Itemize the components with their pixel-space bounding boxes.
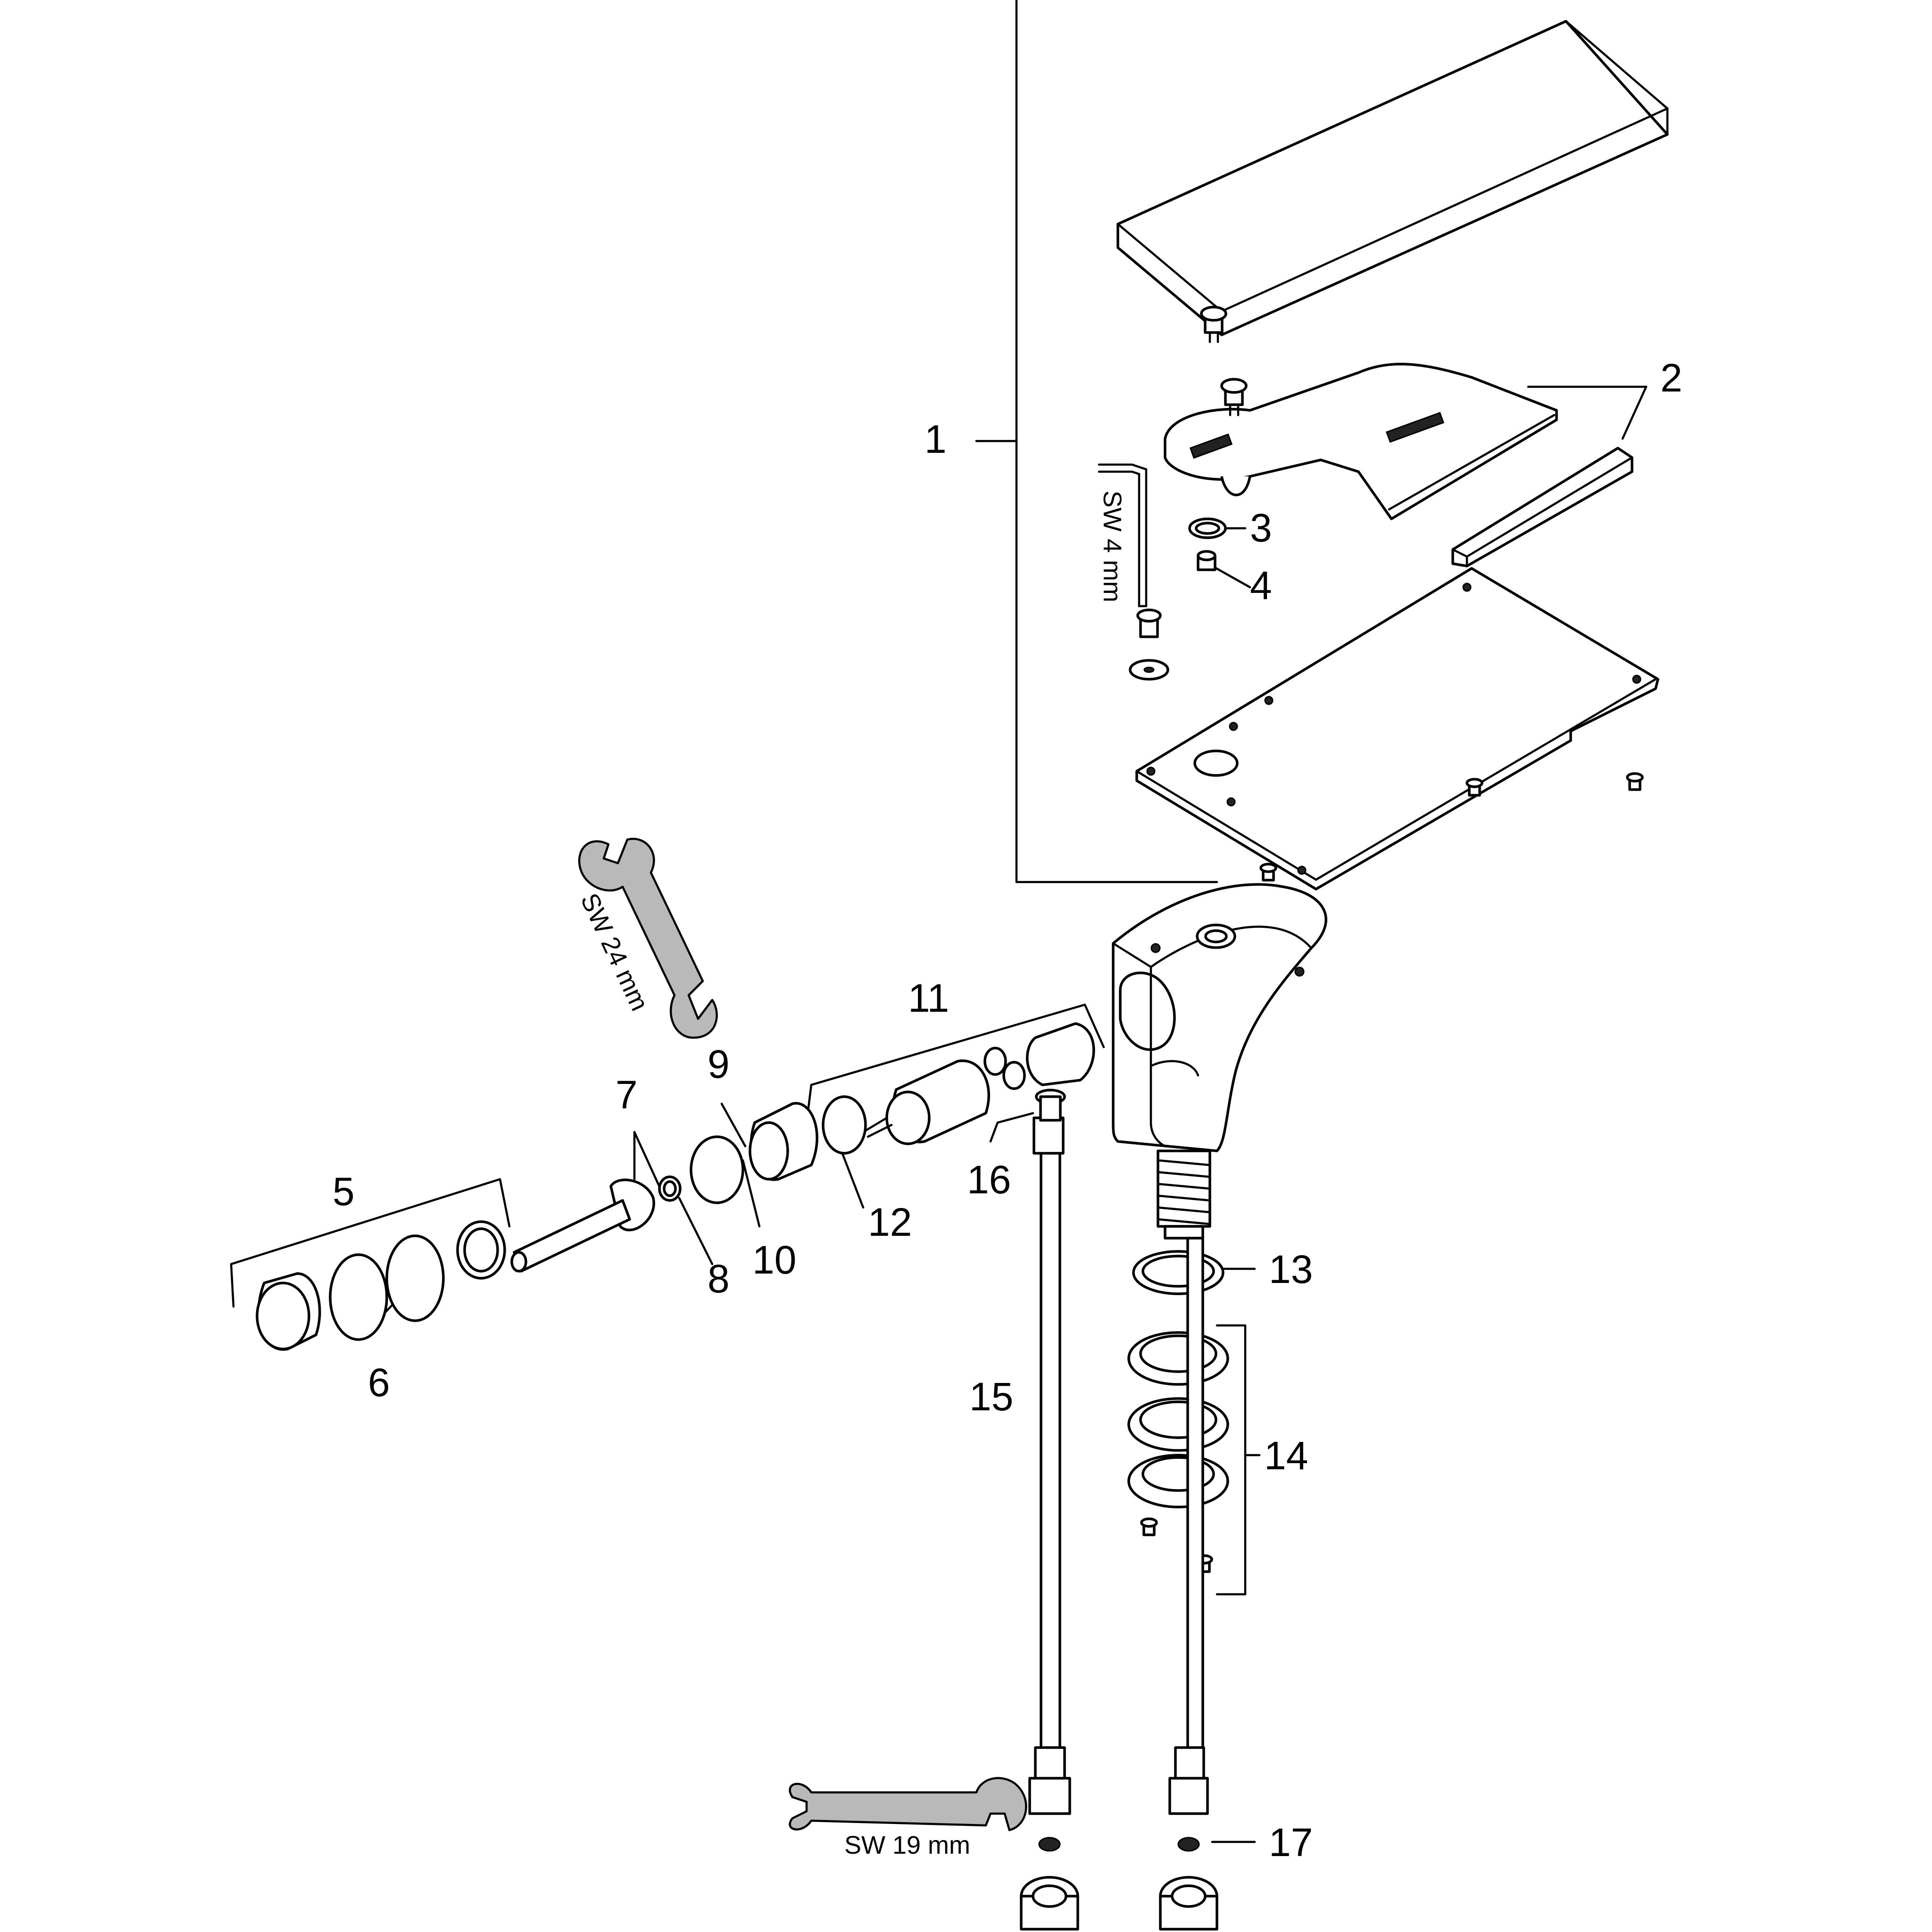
label-14: 14	[1264, 1433, 1308, 1478]
wrench-sw19-label: SW 19 mm	[844, 1831, 970, 1859]
label-1: 1	[924, 417, 947, 461]
hex-key-label: SW 4 mm	[1098, 491, 1126, 602]
comb-strip	[1451, 447, 1633, 567]
cover-screw	[1200, 306, 1227, 343]
oring-12	[822, 1095, 867, 1155]
label-4: 4	[1250, 563, 1272, 608]
label-10: 10	[752, 1238, 796, 1282]
nut-4	[1197, 550, 1216, 571]
hose-body	[1159, 1237, 1218, 1931]
label-7: 7	[616, 1073, 638, 1117]
washer-set-14	[1127, 1331, 1229, 1508]
spindle-7	[510, 1178, 655, 1273]
label-3: 3	[1250, 506, 1272, 550]
top-cover-plate	[1116, 20, 1669, 336]
hex-key-tool	[1098, 463, 1148, 608]
label-5: 5	[333, 1169, 355, 1214]
washer-13	[1132, 1250, 1224, 1295]
label-9: 9	[708, 1042, 730, 1086]
label-16: 16	[967, 1158, 1011, 1202]
label-11: 11	[908, 976, 949, 1020]
wrench-sw19-tool	[789, 1777, 1027, 1832]
leader-lines	[230, 0, 1648, 1843]
ring-8	[658, 1175, 682, 1202]
label-12: 12	[868, 1200, 912, 1244]
handle-set-5	[256, 1220, 506, 1351]
oring-10	[690, 1135, 744, 1204]
wrench-sw24-tool	[578, 838, 718, 1039]
label-8: 8	[708, 1257, 730, 1301]
part-labels: 1 2 3 4 5 6 7 8 9 10 11 12 13 14 15 16 1…	[333, 356, 1682, 1865]
label-2: 2	[1660, 356, 1682, 400]
cartridge-seals	[983, 1022, 1095, 1090]
label-13: 13	[1269, 1247, 1313, 1291]
mixer-body	[1112, 883, 1327, 1152]
logo-bracket-plate	[1164, 363, 1558, 520]
label-15: 15	[969, 1374, 1013, 1419]
hose-15	[1020, 1089, 1079, 1931]
oring-3	[1188, 517, 1227, 539]
label-17: 17	[1269, 1820, 1313, 1865]
plate-screw	[1220, 378, 1248, 416]
label-6: 6	[368, 1360, 390, 1405]
threaded-shank	[1157, 1149, 1211, 1240]
base-mounting-plate	[1135, 567, 1659, 891]
cartridge-11	[862, 1059, 991, 1145]
base-screw	[1129, 608, 1169, 681]
bonnet-9	[749, 1102, 818, 1181]
